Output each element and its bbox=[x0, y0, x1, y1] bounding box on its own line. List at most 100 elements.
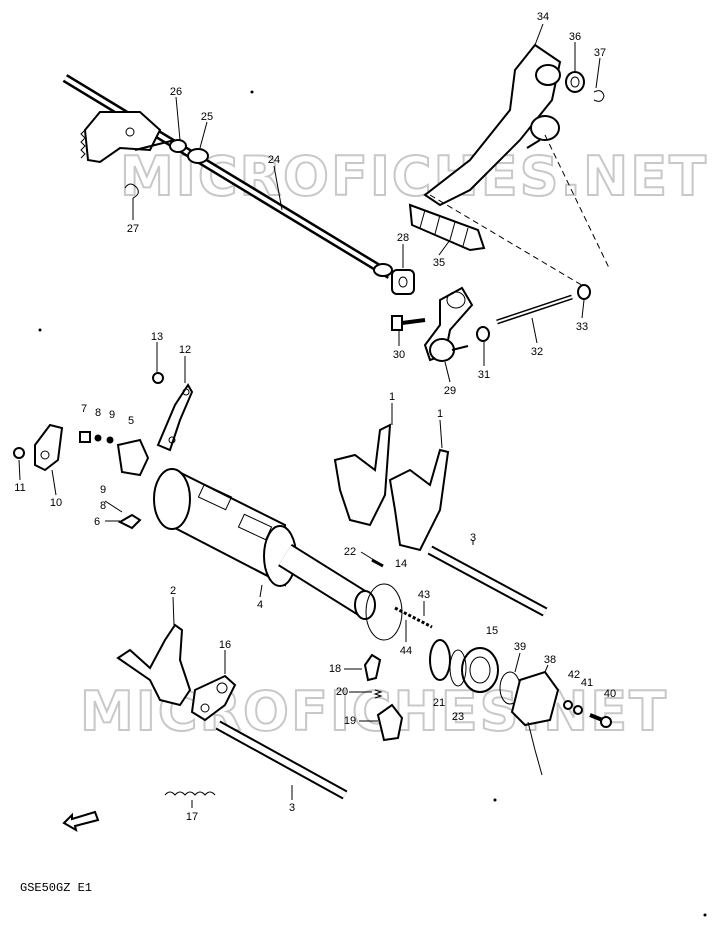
part-label-2: 2 bbox=[170, 585, 176, 597]
part-label-14: 14 bbox=[395, 558, 407, 570]
part-label-3b: 3 bbox=[289, 802, 295, 814]
shift-fork-2 bbox=[116, 623, 192, 707]
pin-6 bbox=[117, 513, 142, 530]
gear-position-contact-18 bbox=[363, 653, 382, 682]
screw-40 bbox=[589, 713, 612, 728]
shift-arm-plate-26 bbox=[80, 111, 176, 164]
part-label-29: 29 bbox=[444, 385, 456, 397]
spring-7 bbox=[79, 431, 91, 443]
nut-31 bbox=[476, 326, 490, 342]
part-label-17: 17 bbox=[186, 811, 198, 823]
part-label-34: 34 bbox=[537, 11, 549, 23]
part-label-21: 21 bbox=[433, 697, 445, 709]
part-label-8b: 8 bbox=[100, 500, 106, 512]
screw-13 bbox=[152, 372, 164, 384]
part-label-28: 28 bbox=[397, 232, 409, 244]
circlip-37 bbox=[593, 90, 605, 102]
fork-shaft-3-upper bbox=[427, 545, 548, 617]
print-speck bbox=[250, 90, 254, 94]
plate-12 bbox=[156, 383, 194, 452]
part-label-30: 30 bbox=[393, 349, 405, 361]
part-label-9a: 9 bbox=[109, 409, 115, 421]
neutral-switch-19 bbox=[376, 703, 404, 742]
part-label-5: 5 bbox=[128, 415, 134, 427]
screw-11 bbox=[13, 447, 25, 459]
washer-42 bbox=[563, 700, 573, 710]
pin-9 bbox=[106, 436, 114, 444]
part-label-15: 15 bbox=[486, 625, 498, 637]
part-label-40: 40 bbox=[604, 688, 616, 700]
fork-shaft-3-lower bbox=[215, 720, 348, 800]
part-label-9b: 9 bbox=[100, 484, 106, 496]
part-label-13: 13 bbox=[151, 331, 163, 343]
part-label-26: 26 bbox=[170, 86, 182, 98]
shift-fork-1-left bbox=[333, 423, 392, 527]
print-speck bbox=[38, 328, 42, 332]
gearshift-shaft-24 bbox=[62, 74, 393, 279]
part-label-10: 10 bbox=[50, 497, 62, 509]
part-label-33: 33 bbox=[576, 321, 588, 333]
part-label-32: 32 bbox=[531, 346, 543, 358]
retainer-21 bbox=[429, 639, 451, 681]
washer-41 bbox=[573, 705, 583, 715]
cam-guide-5 bbox=[116, 438, 150, 477]
watermark-top: MICROFICHES.NET bbox=[120, 145, 708, 208]
drawing-code: GSE50GZ E1 bbox=[20, 881, 92, 895]
part-label-22: 22 bbox=[344, 546, 356, 558]
washer-36 bbox=[565, 71, 585, 93]
bolt-30 bbox=[391, 315, 426, 331]
part-labels: 34 36 37 26 25 24 27 28 35 30 29 31 32 3… bbox=[14, 11, 616, 823]
link-arm-29 bbox=[423, 286, 474, 362]
part-label-27: 27 bbox=[127, 223, 139, 235]
clip-27 bbox=[124, 183, 139, 199]
part-label-44: 44 bbox=[400, 645, 412, 657]
nut-33 bbox=[577, 284, 591, 300]
part-label-23: 23 bbox=[452, 711, 464, 723]
circlip-23 bbox=[449, 649, 467, 687]
front-direction-arrow-icon bbox=[62, 810, 100, 833]
part-label-39: 39 bbox=[514, 641, 526, 653]
return-spring-25 bbox=[169, 139, 209, 164]
part-label-12: 12 bbox=[179, 344, 191, 356]
part-label-8a: 8 bbox=[95, 407, 101, 419]
pin-22 bbox=[371, 558, 384, 568]
shift-fork-1-right bbox=[388, 448, 450, 552]
part-label-41: 41 bbox=[581, 677, 593, 689]
part-label-25: 25 bbox=[201, 111, 213, 123]
part-label-4: 4 bbox=[257, 599, 263, 611]
linkage-dashed-lines bbox=[429, 134, 611, 291]
gearshift-lever-34 bbox=[423, 43, 562, 207]
part-label-1b: 1 bbox=[437, 408, 443, 420]
part-label-24: 24 bbox=[268, 154, 280, 166]
rod-32 bbox=[496, 294, 573, 325]
part-label-1a: 1 bbox=[389, 391, 395, 403]
part-label-43: 43 bbox=[418, 589, 430, 601]
cam-bearing-15 bbox=[461, 647, 499, 693]
part-label-3a: 3 bbox=[470, 532, 476, 544]
spring-17 bbox=[164, 791, 216, 796]
lever-rubber-35 bbox=[408, 203, 486, 252]
part-label-18: 18 bbox=[329, 663, 341, 675]
part-label-36: 36 bbox=[569, 31, 581, 43]
part-label-19: 19 bbox=[344, 715, 356, 727]
spring-20 bbox=[373, 689, 383, 699]
part-label-38: 38 bbox=[544, 654, 556, 666]
pin-43 bbox=[394, 606, 433, 629]
print-speck bbox=[493, 798, 497, 802]
ring-44 bbox=[365, 583, 403, 641]
part-label-11: 11 bbox=[14, 482, 25, 494]
cam-stopper-10 bbox=[34, 423, 64, 472]
leader-lines bbox=[18, 23, 601, 808]
part-label-7: 7 bbox=[81, 403, 87, 415]
part-label-42: 42 bbox=[568, 669, 580, 681]
part-label-6: 6 bbox=[94, 516, 100, 528]
part-label-20: 20 bbox=[336, 686, 348, 698]
print-speck bbox=[703, 913, 707, 917]
part-label-37: 37 bbox=[594, 47, 606, 59]
gearshift-cam-4 bbox=[153, 468, 376, 620]
part-label-16: 16 bbox=[219, 639, 231, 651]
stopper-plate-16 bbox=[190, 674, 237, 722]
washer-8 bbox=[94, 434, 102, 442]
part-label-31: 31 bbox=[478, 369, 490, 381]
